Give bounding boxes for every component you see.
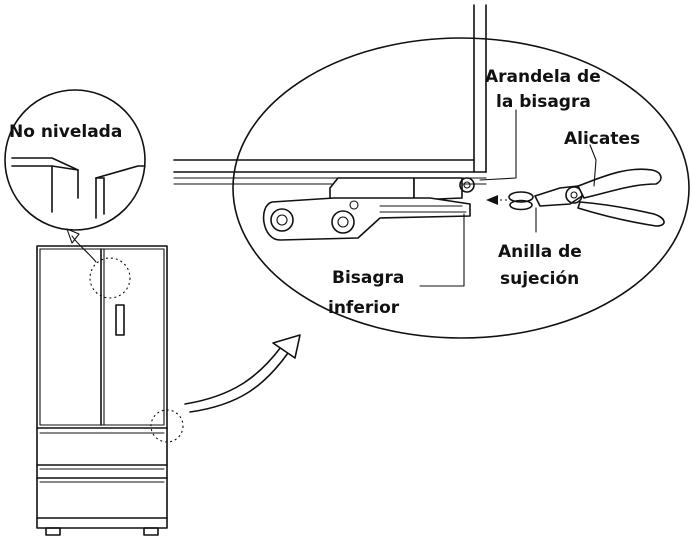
retaining-ring bbox=[508, 191, 534, 211]
not-level-detail-circle bbox=[4, 89, 146, 231]
label-arandela-line2: la bisagra bbox=[496, 92, 591, 112]
lower-hinge bbox=[262, 177, 475, 241]
label-bisagra-line2: inferior bbox=[328, 298, 400, 318]
door-edge bbox=[173, 4, 487, 185]
hinge-detail-marker bbox=[150, 409, 184, 443]
label-arandela-line1: Arandela de bbox=[485, 67, 601, 87]
refrigerator bbox=[36, 245, 184, 536]
top-detail-marker bbox=[89, 257, 131, 299]
pliers bbox=[534, 168, 665, 227]
direction-arrow bbox=[486, 195, 512, 205]
label-anilla-line2: sujeción bbox=[500, 269, 579, 289]
label-alicates: Alicates bbox=[564, 129, 640, 149]
label-no-nivelada: No nivelada bbox=[9, 122, 122, 142]
arrow-to-hinge-detail bbox=[184, 334, 301, 413]
label-bisagra-line1: Bisagra bbox=[332, 268, 404, 288]
label-anilla-line1: Anilla de bbox=[498, 242, 582, 262]
hinge-detail-ellipse bbox=[173, 4, 690, 339]
